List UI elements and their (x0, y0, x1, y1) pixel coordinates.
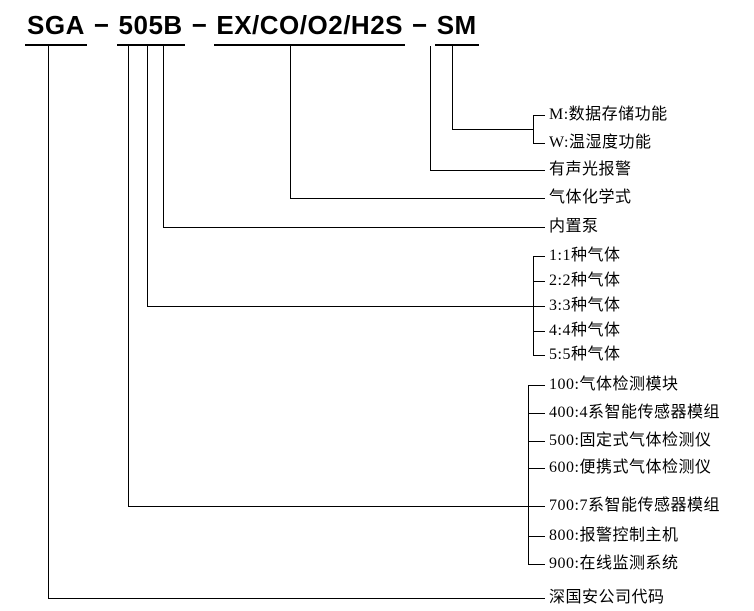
bracket-gascount-tick-5 (533, 355, 545, 356)
connector-series-feeder (128, 506, 528, 507)
label-gas-count-2: 2:2种气体 (549, 272, 621, 289)
label-gas-count-5: 5:5种气体 (549, 346, 621, 363)
label-series-500: 500:固定式气体检测仪 (549, 432, 712, 449)
label-series-700: 700:7系智能传感器模组 (549, 497, 720, 514)
bracket-mw-vline (533, 115, 534, 144)
label-company-code: 深国安公司代码 (549, 589, 665, 606)
label-gas-count-1: 1:1种气体 (549, 247, 621, 264)
separator-dash: − (191, 10, 208, 40)
connector-gascount-feeder (147, 306, 533, 307)
label-series-900: 900:在线监测系统 (549, 555, 679, 572)
bracket-gascount-tick-3 (533, 306, 545, 307)
connector-company-hline (48, 598, 545, 599)
bracket-series-vline (528, 385, 529, 565)
connector-formula-vline (290, 46, 291, 199)
bracket-series-tick-400 (528, 413, 545, 414)
connector-pump-vline (163, 46, 164, 228)
segment-gas-formulas: EX/CO/O2/H2S (214, 10, 405, 46)
connector-mw-vline (452, 46, 453, 130)
connector-gascount-vline (147, 46, 148, 307)
model-code-title: SGA − 505B − EX/CO/O2/H2S − SM (25, 10, 479, 46)
bracket-gascount-tick-1 (533, 256, 545, 257)
bracket-mw-tick-w (533, 143, 545, 144)
bracket-series-tick-800 (528, 536, 545, 537)
label-gas-count-3: 3:3种气体 (549, 297, 621, 314)
connector-alarm-vline (430, 46, 431, 171)
bracket-gascount-tick-4 (533, 331, 545, 332)
connector-formula-hline (290, 198, 545, 199)
label-series-800: 800:报警控制主机 (549, 527, 679, 544)
label-gas-formula: 气体化学式 (549, 189, 632, 206)
segment-series-code: 505B (116, 10, 185, 46)
bracket-series-tick-900 (528, 564, 545, 565)
separator-dash: − (93, 10, 110, 40)
bracket-series-tick-500 (528, 441, 545, 442)
label-m-data-storage: M:数据存储功能 (549, 106, 668, 123)
connector-alarm-hline (430, 170, 545, 171)
label-series-600: 600:便携式气体检测仪 (549, 459, 712, 476)
label-w-temp-humidity: W:温湿度功能 (549, 134, 652, 151)
label-series-100: 100:气体检测模块 (549, 376, 679, 393)
connector-pump-hline (163, 227, 545, 228)
label-sound-light-alarm: 有声光报警 (549, 161, 632, 178)
bracket-series-tick-600 (528, 468, 545, 469)
bracket-mw-tick-m (533, 115, 545, 116)
segment-options: SM (434, 10, 479, 46)
connector-company-vline (48, 46, 49, 599)
separator-dash: − (412, 10, 428, 40)
segment-brand: SGA (25, 10, 87, 46)
label-builtin-pump: 内置泵 (549, 218, 599, 235)
connector-series-vline (128, 46, 129, 507)
label-gas-count-4: 4:4种气体 (549, 322, 621, 339)
bracket-gascount-tick-2 (533, 281, 545, 282)
bracket-series-tick-100 (528, 385, 545, 386)
connector-mw-feeder (452, 129, 533, 130)
bracket-series-tick-700 (528, 506, 545, 507)
label-series-400: 400:4系智能传感器模组 (549, 404, 720, 421)
